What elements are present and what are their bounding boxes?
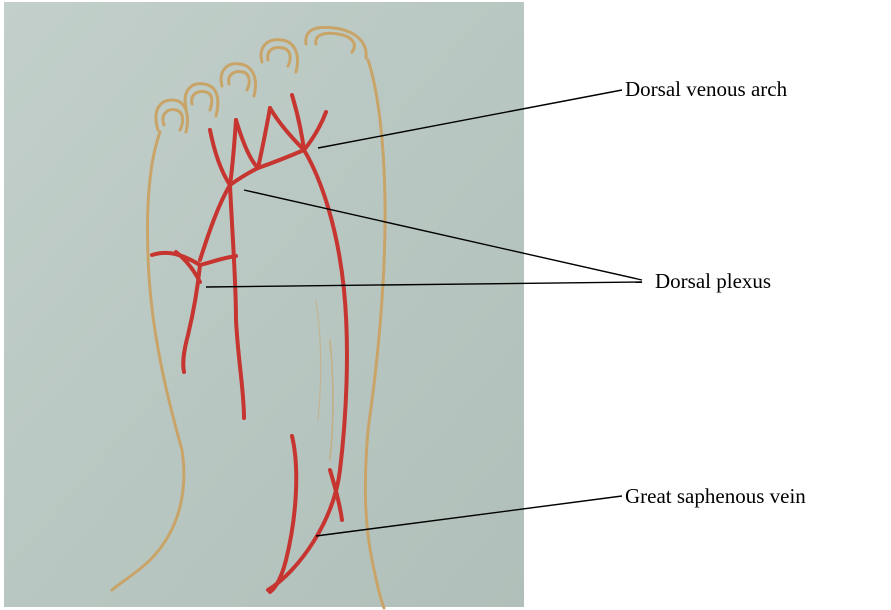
label-dorsal-plexus: Dorsal plexus	[655, 269, 771, 293]
label-great-saphenous-vein: Great saphenous vein	[625, 484, 806, 508]
label-dorsal-venous-arch: Dorsal venous arch	[625, 77, 788, 101]
paper-background	[4, 2, 524, 607]
